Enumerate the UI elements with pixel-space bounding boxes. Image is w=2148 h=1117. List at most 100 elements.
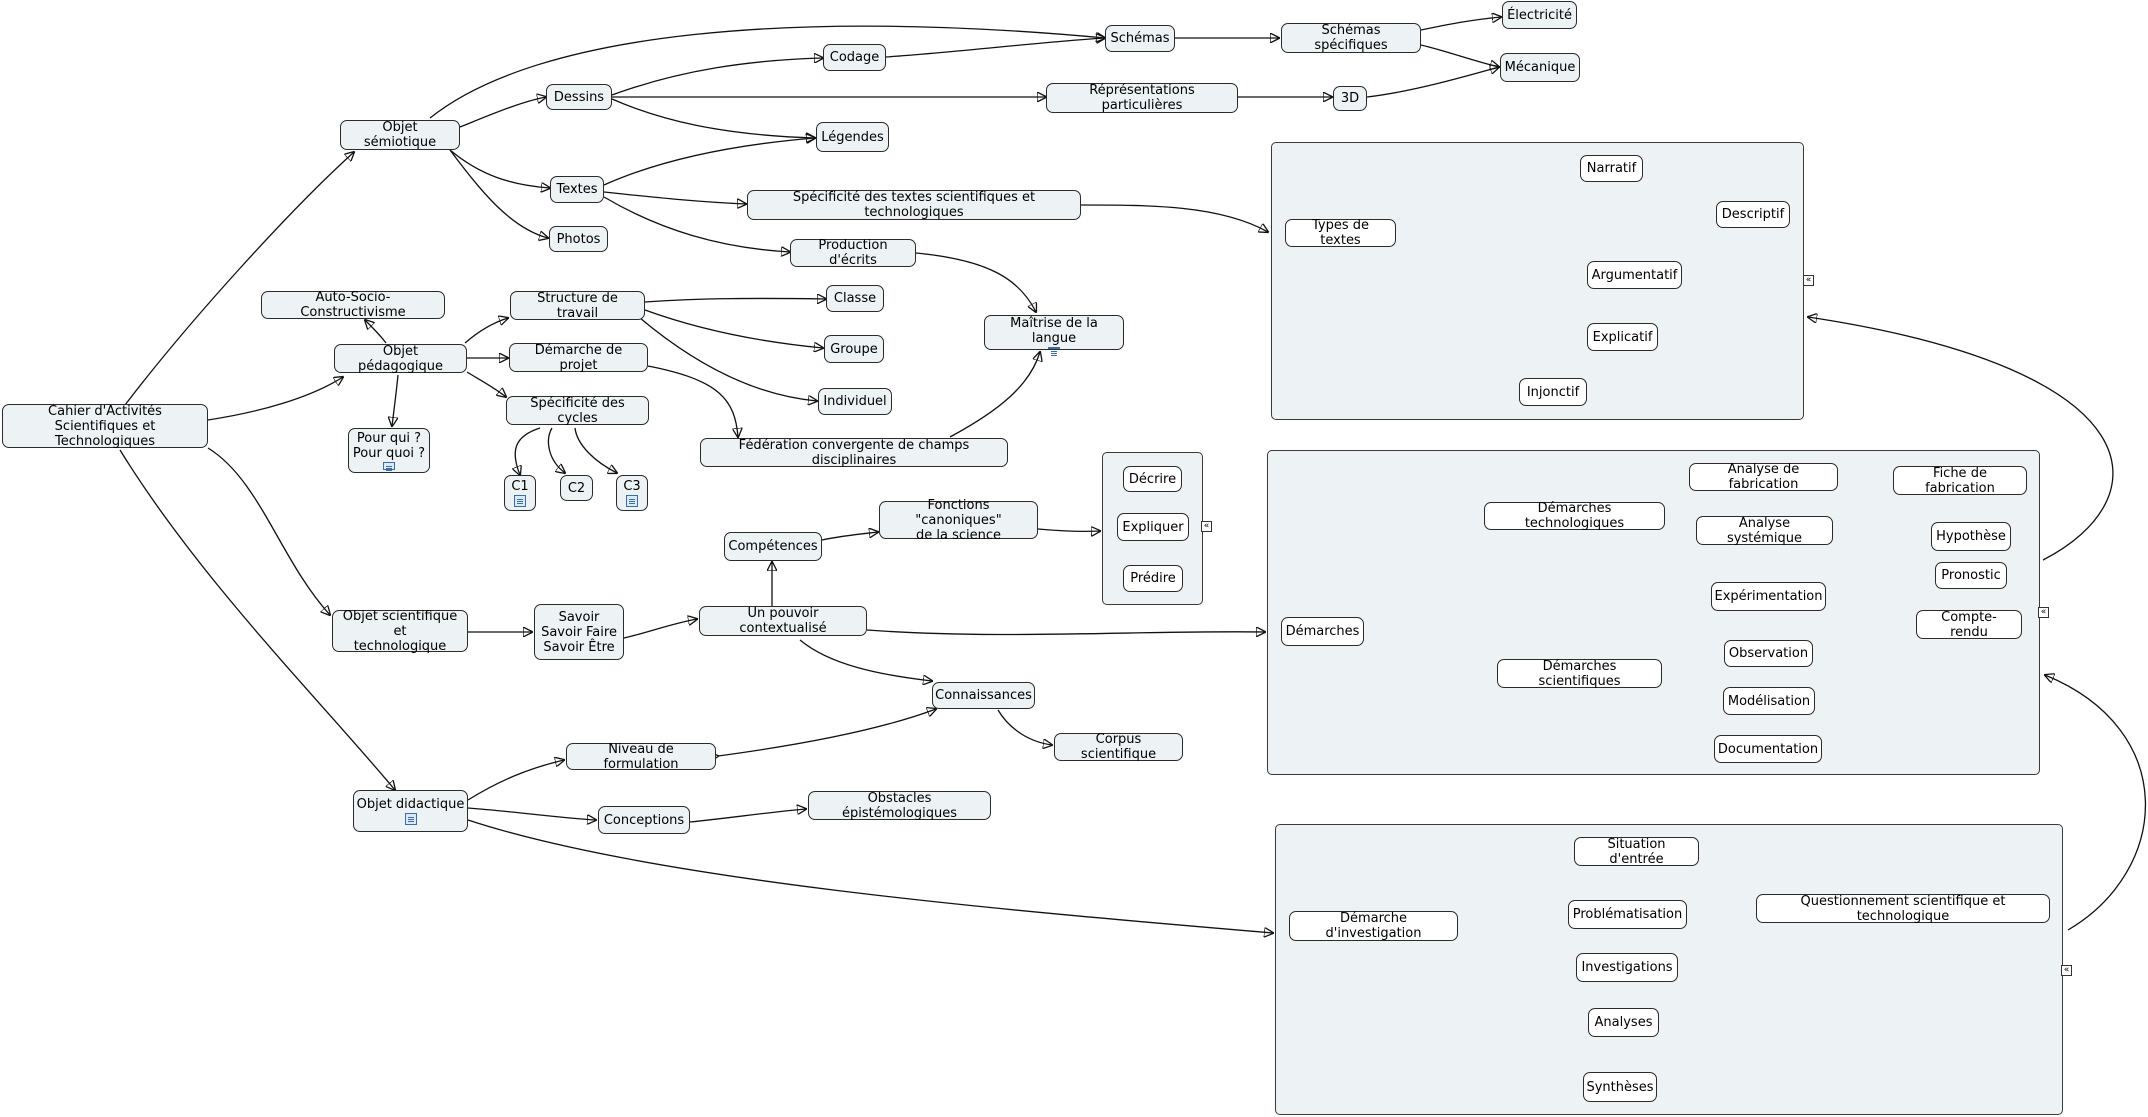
- node-label: Expérimentation: [1714, 589, 1823, 604]
- node-pour-qui[interactable]: Pour qui ? Pour quoi ?: [348, 428, 430, 473]
- node-label: Analyses: [1594, 1015, 1653, 1030]
- node-textes[interactable]: Textes: [550, 176, 604, 203]
- node-explicatif[interactable]: Explicatif: [1587, 323, 1658, 351]
- node-label: Démarche d'investigation: [1325, 911, 1422, 941]
- collapse-icon[interactable]: «: [2061, 965, 2072, 976]
- node-demarche-projet[interactable]: Démarche de projet: [509, 343, 648, 373]
- node-representations[interactable]: Réprésentations particulières: [1046, 83, 1238, 113]
- node-structure-travail[interactable]: Structure de travail: [510, 290, 645, 321]
- note-icon[interactable]: [1048, 347, 1060, 352]
- node-root[interactable]: Cahier d'Activités Scientifiques et Tech…: [2, 404, 208, 449]
- node-label: Synthèses: [1586, 1079, 1654, 1095]
- node-label: Argumentatif: [1591, 267, 1678, 283]
- node-legendes[interactable]: Légendes: [816, 122, 889, 152]
- node-3d[interactable]: 3D: [1333, 86, 1367, 111]
- node-specificite-textes[interactable]: Spécificité des textes scientifiques et …: [747, 190, 1081, 220]
- node-label: Démarches scientifiques: [1538, 658, 1621, 689]
- node-fiche-fabrication[interactable]: Fiche de fabrication: [1893, 466, 2027, 496]
- node-schemas-specifiques[interactable]: Schémas spécifiques: [1281, 23, 1421, 53]
- collapse-icon[interactable]: «: [1201, 521, 1212, 532]
- node-connaissances[interactable]: Connaissances: [932, 682, 1035, 709]
- node-c1[interactable]: C1: [504, 475, 536, 511]
- node-label: Narratif: [1586, 161, 1637, 176]
- note-icon[interactable]: [514, 495, 526, 507]
- node-hypothese[interactable]: Hypothèse: [1931, 522, 2011, 551]
- node-label: Corpus scientifique: [1080, 732, 1157, 762]
- note-icon[interactable]: [626, 495, 638, 507]
- node-auto-socio[interactable]: Auto-Socio-Constructivisme: [261, 290, 445, 320]
- node-descriptif[interactable]: Descriptif: [1716, 201, 1790, 228]
- node-individuel[interactable]: Individuel: [818, 388, 892, 415]
- node-classe[interactable]: Classe: [826, 285, 884, 312]
- node-conceptions[interactable]: Conceptions: [598, 806, 690, 834]
- node-label: Types de textes: [1311, 218, 1369, 248]
- note-icon[interactable]: [404, 813, 417, 825]
- node-objet-didactique[interactable]: Objet didactique: [353, 790, 468, 832]
- node-savoir[interactable]: Savoir Savoir Faire Savoir Être: [534, 604, 624, 660]
- node-specificite-cycles[interactable]: Spécificité des cycles: [506, 396, 649, 426]
- node-analyses[interactable]: Analyses: [1588, 1008, 1659, 1037]
- node-maitrise-langue[interactable]: Maîtrise de la langue: [984, 315, 1124, 352]
- node-expliquer[interactable]: Expliquer: [1117, 513, 1189, 541]
- node-questionnement[interactable]: Questionnement scientifique et technolog…: [1756, 893, 2050, 924]
- note-icon[interactable]: [383, 462, 395, 470]
- node-objet-pedagogique[interactable]: Objet pédagogique: [334, 344, 467, 374]
- node-label: Production d'écrits: [818, 238, 888, 268]
- node-analyse-systemique[interactable]: Analyse systémique: [1696, 516, 1833, 546]
- node-compte-rendu[interactable]: Compte-rendu: [1916, 610, 2022, 640]
- node-production-ecrits[interactable]: Production d'écrits: [790, 238, 916, 268]
- collapse-icon[interactable]: «: [1803, 275, 1814, 286]
- collapse-icon[interactable]: «: [2038, 607, 2049, 618]
- node-objet-scientifique[interactable]: Objet scientifique et technologique: [332, 609, 468, 654]
- node-competences[interactable]: Compétences: [724, 532, 822, 561]
- node-label: Structure de travail: [537, 290, 618, 321]
- node-federation[interactable]: Fédération convergente de champs discipl…: [700, 438, 1008, 468]
- group-types-textes: [1271, 142, 1804, 420]
- node-schemas[interactable]: Schémas: [1105, 25, 1175, 52]
- node-label: Questionnement scientifique et technolog…: [1800, 893, 2006, 924]
- node-injonctif[interactable]: Injonctif: [1519, 378, 1587, 406]
- node-fonctions[interactable]: Fonctions "canoniques" de la science: [879, 498, 1038, 543]
- node-photos[interactable]: Photos: [549, 226, 608, 252]
- node-demarches-scient[interactable]: Démarches scientifiques: [1497, 658, 1662, 689]
- node-label: Hypothèse: [1936, 529, 2006, 544]
- node-obstacles[interactable]: Obstacles épistémologiques: [808, 791, 991, 821]
- node-objet-semiotique[interactable]: Objet sémiotique: [340, 120, 460, 150]
- node-label: Électricité: [1507, 7, 1572, 23]
- node-investigations[interactable]: Investigations: [1576, 953, 1678, 982]
- node-groupe[interactable]: Groupe: [824, 335, 884, 363]
- node-demarche-investigation[interactable]: Démarche d'investigation: [1289, 911, 1458, 941]
- node-c3[interactable]: C3: [616, 475, 648, 511]
- node-problematisation[interactable]: Problématisation: [1568, 900, 1687, 929]
- node-observation[interactable]: Observation: [1724, 640, 1813, 667]
- node-argumentatif[interactable]: Argumentatif: [1587, 261, 1682, 289]
- node-demarches-techno[interactable]: Démarches technologiques: [1484, 501, 1665, 531]
- node-electricite[interactable]: Électricité: [1502, 1, 1577, 29]
- node-decrire[interactable]: Décrire: [1123, 466, 1182, 492]
- node-label: Connaissances: [935, 688, 1032, 703]
- node-label: Groupe: [830, 341, 878, 357]
- node-analyse-fabrication[interactable]: Analyse de fabrication: [1689, 462, 1838, 492]
- node-c2[interactable]: C2: [560, 475, 593, 501]
- node-pronostic[interactable]: Pronostic: [1935, 562, 2007, 589]
- node-label: Explicatif: [1592, 329, 1653, 345]
- node-mecanique[interactable]: Mécanique: [1500, 53, 1580, 82]
- node-niveau-formulation[interactable]: Niveau de formulation: [566, 742, 716, 772]
- node-pouvoir[interactable]: Un pouvoir contextualisé: [699, 606, 867, 636]
- node-situation-entree[interactable]: Situation d'entrée: [1574, 837, 1699, 867]
- node-dessins[interactable]: Dessins: [546, 84, 612, 110]
- node-predire[interactable]: Prédire: [1123, 565, 1183, 592]
- node-label: C2: [567, 480, 586, 496]
- node-syntheses[interactable]: Synthèses: [1583, 1072, 1657, 1102]
- node-modelisation[interactable]: Modélisation: [1723, 687, 1815, 715]
- node-narratif[interactable]: Narratif: [1580, 155, 1643, 182]
- node-experimentation[interactable]: Expérimentation: [1711, 582, 1826, 611]
- node-label: Injonctif: [1526, 384, 1580, 400]
- node-corpus[interactable]: Corpus scientifique: [1054, 732, 1183, 762]
- node-types-textes[interactable]: Types de textes: [1285, 218, 1396, 248]
- node-codage[interactable]: Codage: [823, 44, 886, 71]
- node-documentation[interactable]: Documentation: [1714, 735, 1822, 763]
- node-demarches[interactable]: Démarches: [1281, 617, 1364, 646]
